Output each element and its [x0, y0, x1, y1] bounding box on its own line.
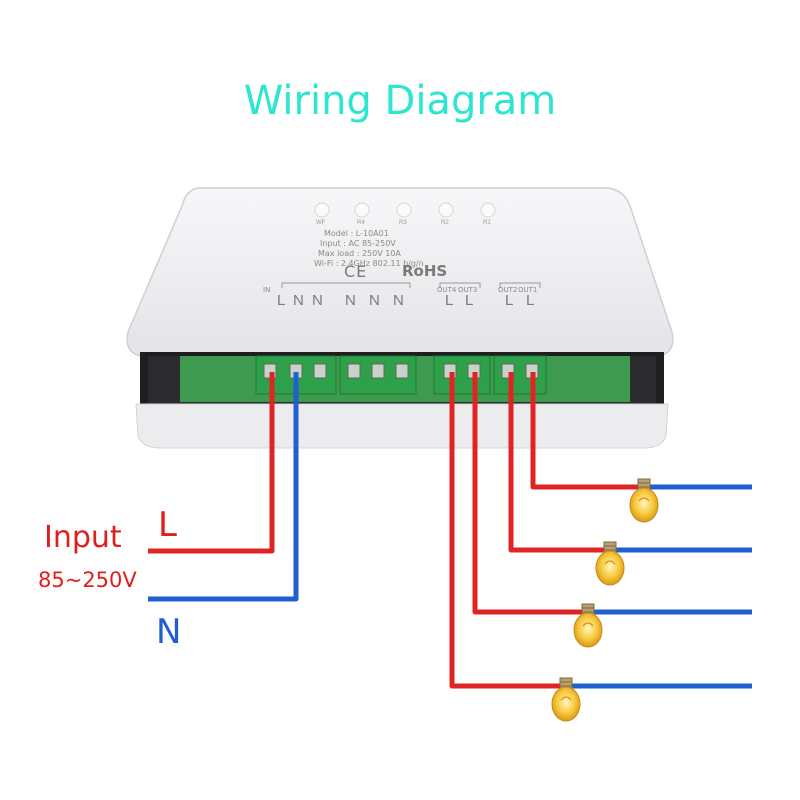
status-leds	[314, 202, 496, 218]
led-label: R1	[483, 220, 491, 226]
voltage-label: 85~250V	[38, 568, 137, 592]
terminal-label: L	[465, 292, 474, 309]
diagram-title: Wiring Diagram	[243, 78, 557, 124]
terminal-label: N	[345, 292, 356, 309]
out-terminal-tag: OUT1	[518, 286, 538, 294]
terminal-label: N	[369, 292, 380, 309]
terminal-label: N	[312, 292, 323, 309]
terminal-label: L	[526, 292, 535, 309]
led-label: R2	[441, 220, 449, 226]
input-label: Input	[44, 520, 122, 555]
terminal-label: N	[393, 292, 404, 309]
led-label: R4	[357, 220, 365, 226]
neutral-wires	[148, 372, 752, 689]
line-label: L	[158, 505, 177, 545]
terminal-label: L	[277, 292, 286, 309]
relay-device	[126, 187, 674, 449]
neutral-label: N	[156, 612, 182, 652]
out-terminal-tag: OUT4	[437, 286, 457, 294]
ce-mark: CE	[344, 262, 368, 281]
model-text: Model : L-10A01	[324, 229, 389, 238]
live-wires	[148, 372, 638, 689]
out-terminal-tag: OUT3	[458, 286, 478, 294]
input-spec-text: Input : AC 85-250V	[320, 239, 396, 248]
out-terminal-tag: OUT2	[498, 286, 518, 294]
rohs-mark: RoHS	[402, 262, 448, 280]
terminal-label: N	[293, 292, 304, 309]
led-label: WF	[316, 220, 326, 226]
led-label: R3	[399, 220, 407, 226]
terminal-blocks	[255, 355, 547, 395]
max-load-text: Max load : 250V 10A	[318, 249, 401, 258]
terminal-label: L	[445, 292, 454, 309]
in-terminal-tag: IN	[263, 286, 271, 294]
wifi-spec-text: Wi-Fi : 2.4GHz 802.11 b/g/n	[314, 259, 424, 268]
terminal-label: L	[505, 292, 514, 309]
